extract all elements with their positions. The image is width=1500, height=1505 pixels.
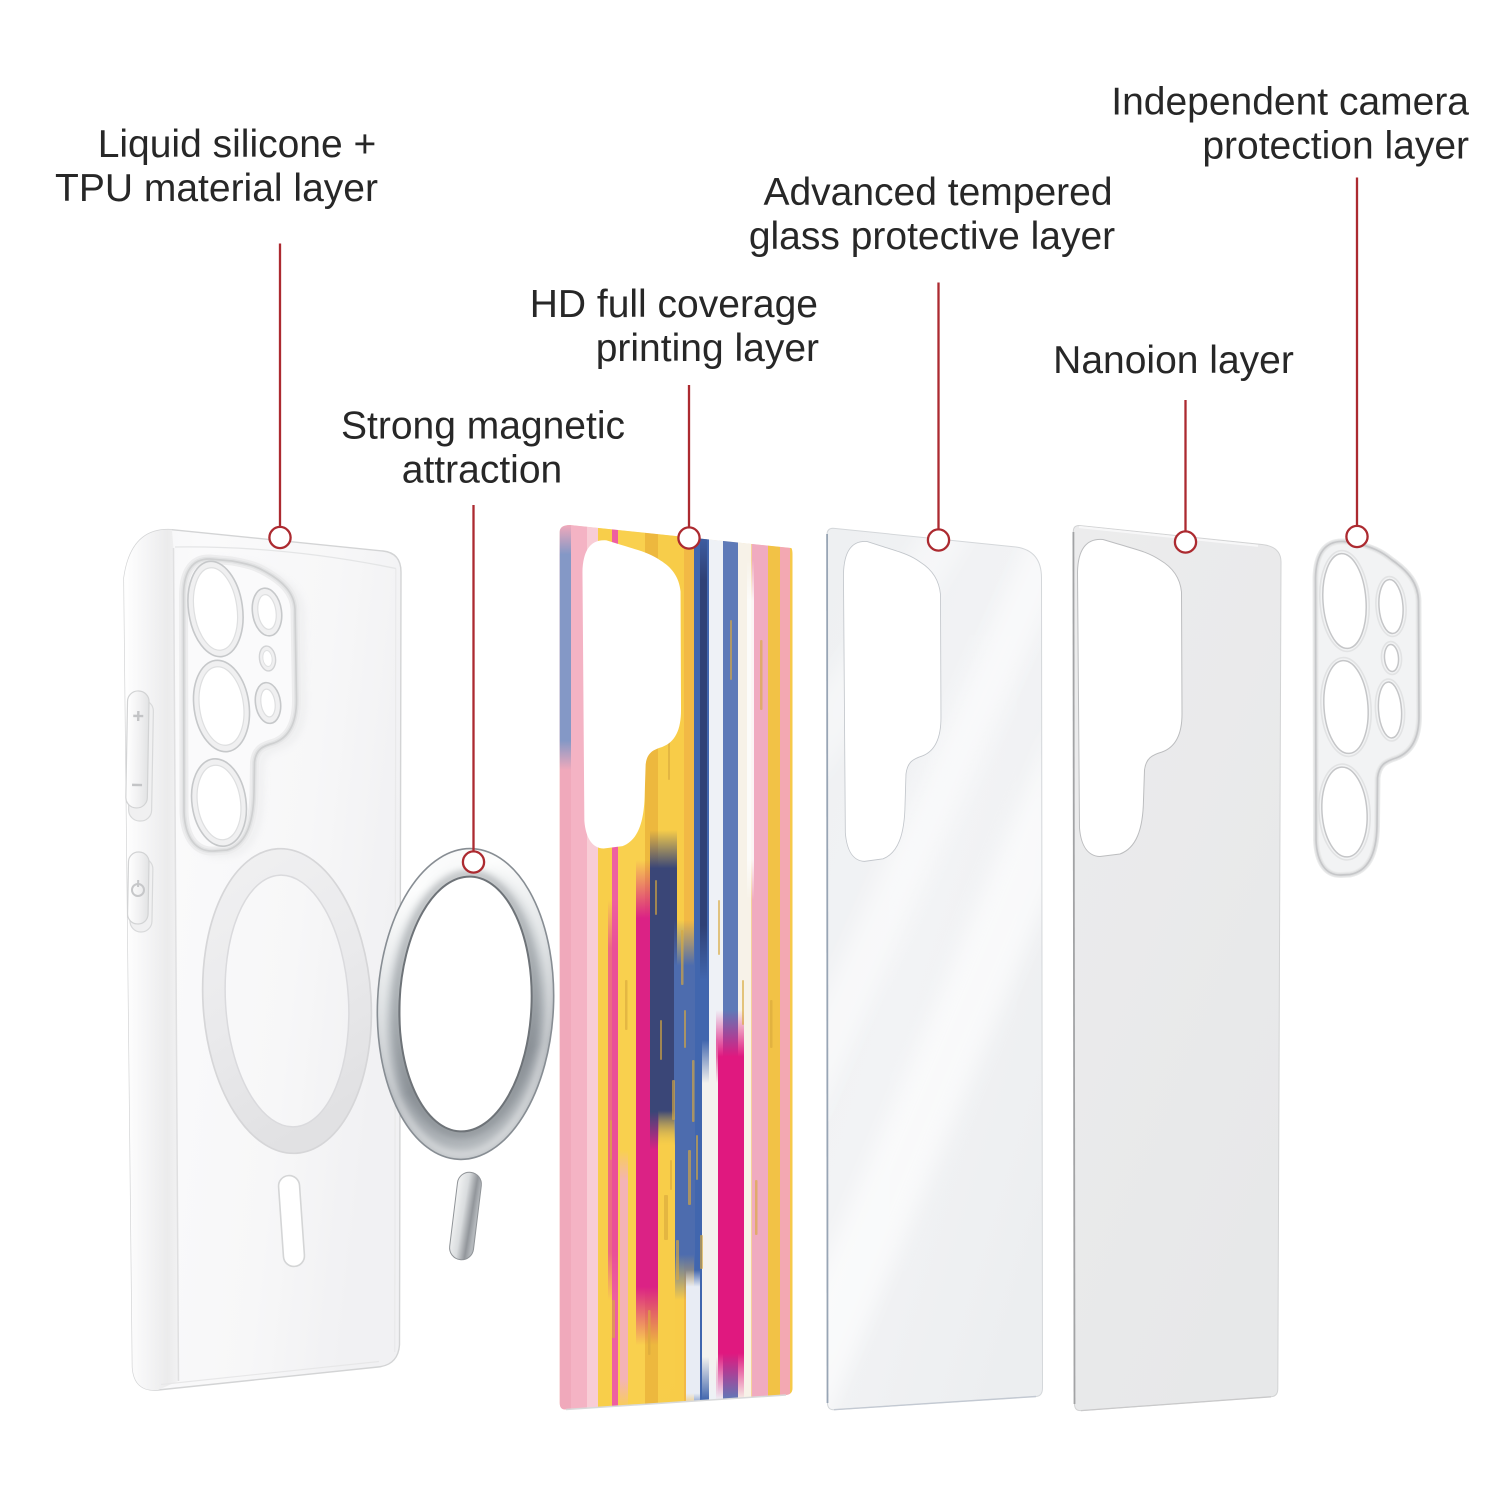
svg-text:protection layer: protection layer xyxy=(1202,124,1469,167)
svg-text:Advanced tempered: Advanced tempered xyxy=(763,171,1112,214)
svg-text:attraction: attraction xyxy=(402,449,562,492)
svg-text:printing layer: printing layer xyxy=(596,327,819,370)
svg-text:Nanoion layer: Nanoion layer xyxy=(1053,339,1294,382)
svg-text:Strong magnetic: Strong magnetic xyxy=(341,405,625,448)
svg-text:TPU material layer: TPU material layer xyxy=(55,167,378,210)
svg-text:Independent camera: Independent camera xyxy=(1111,80,1469,123)
svg-text:HD full coverage: HD full coverage xyxy=(530,283,818,326)
svg-text:glass protective layer: glass protective layer xyxy=(749,215,1115,258)
svg-text:Liquid silicone +: Liquid silicone + xyxy=(98,123,377,166)
